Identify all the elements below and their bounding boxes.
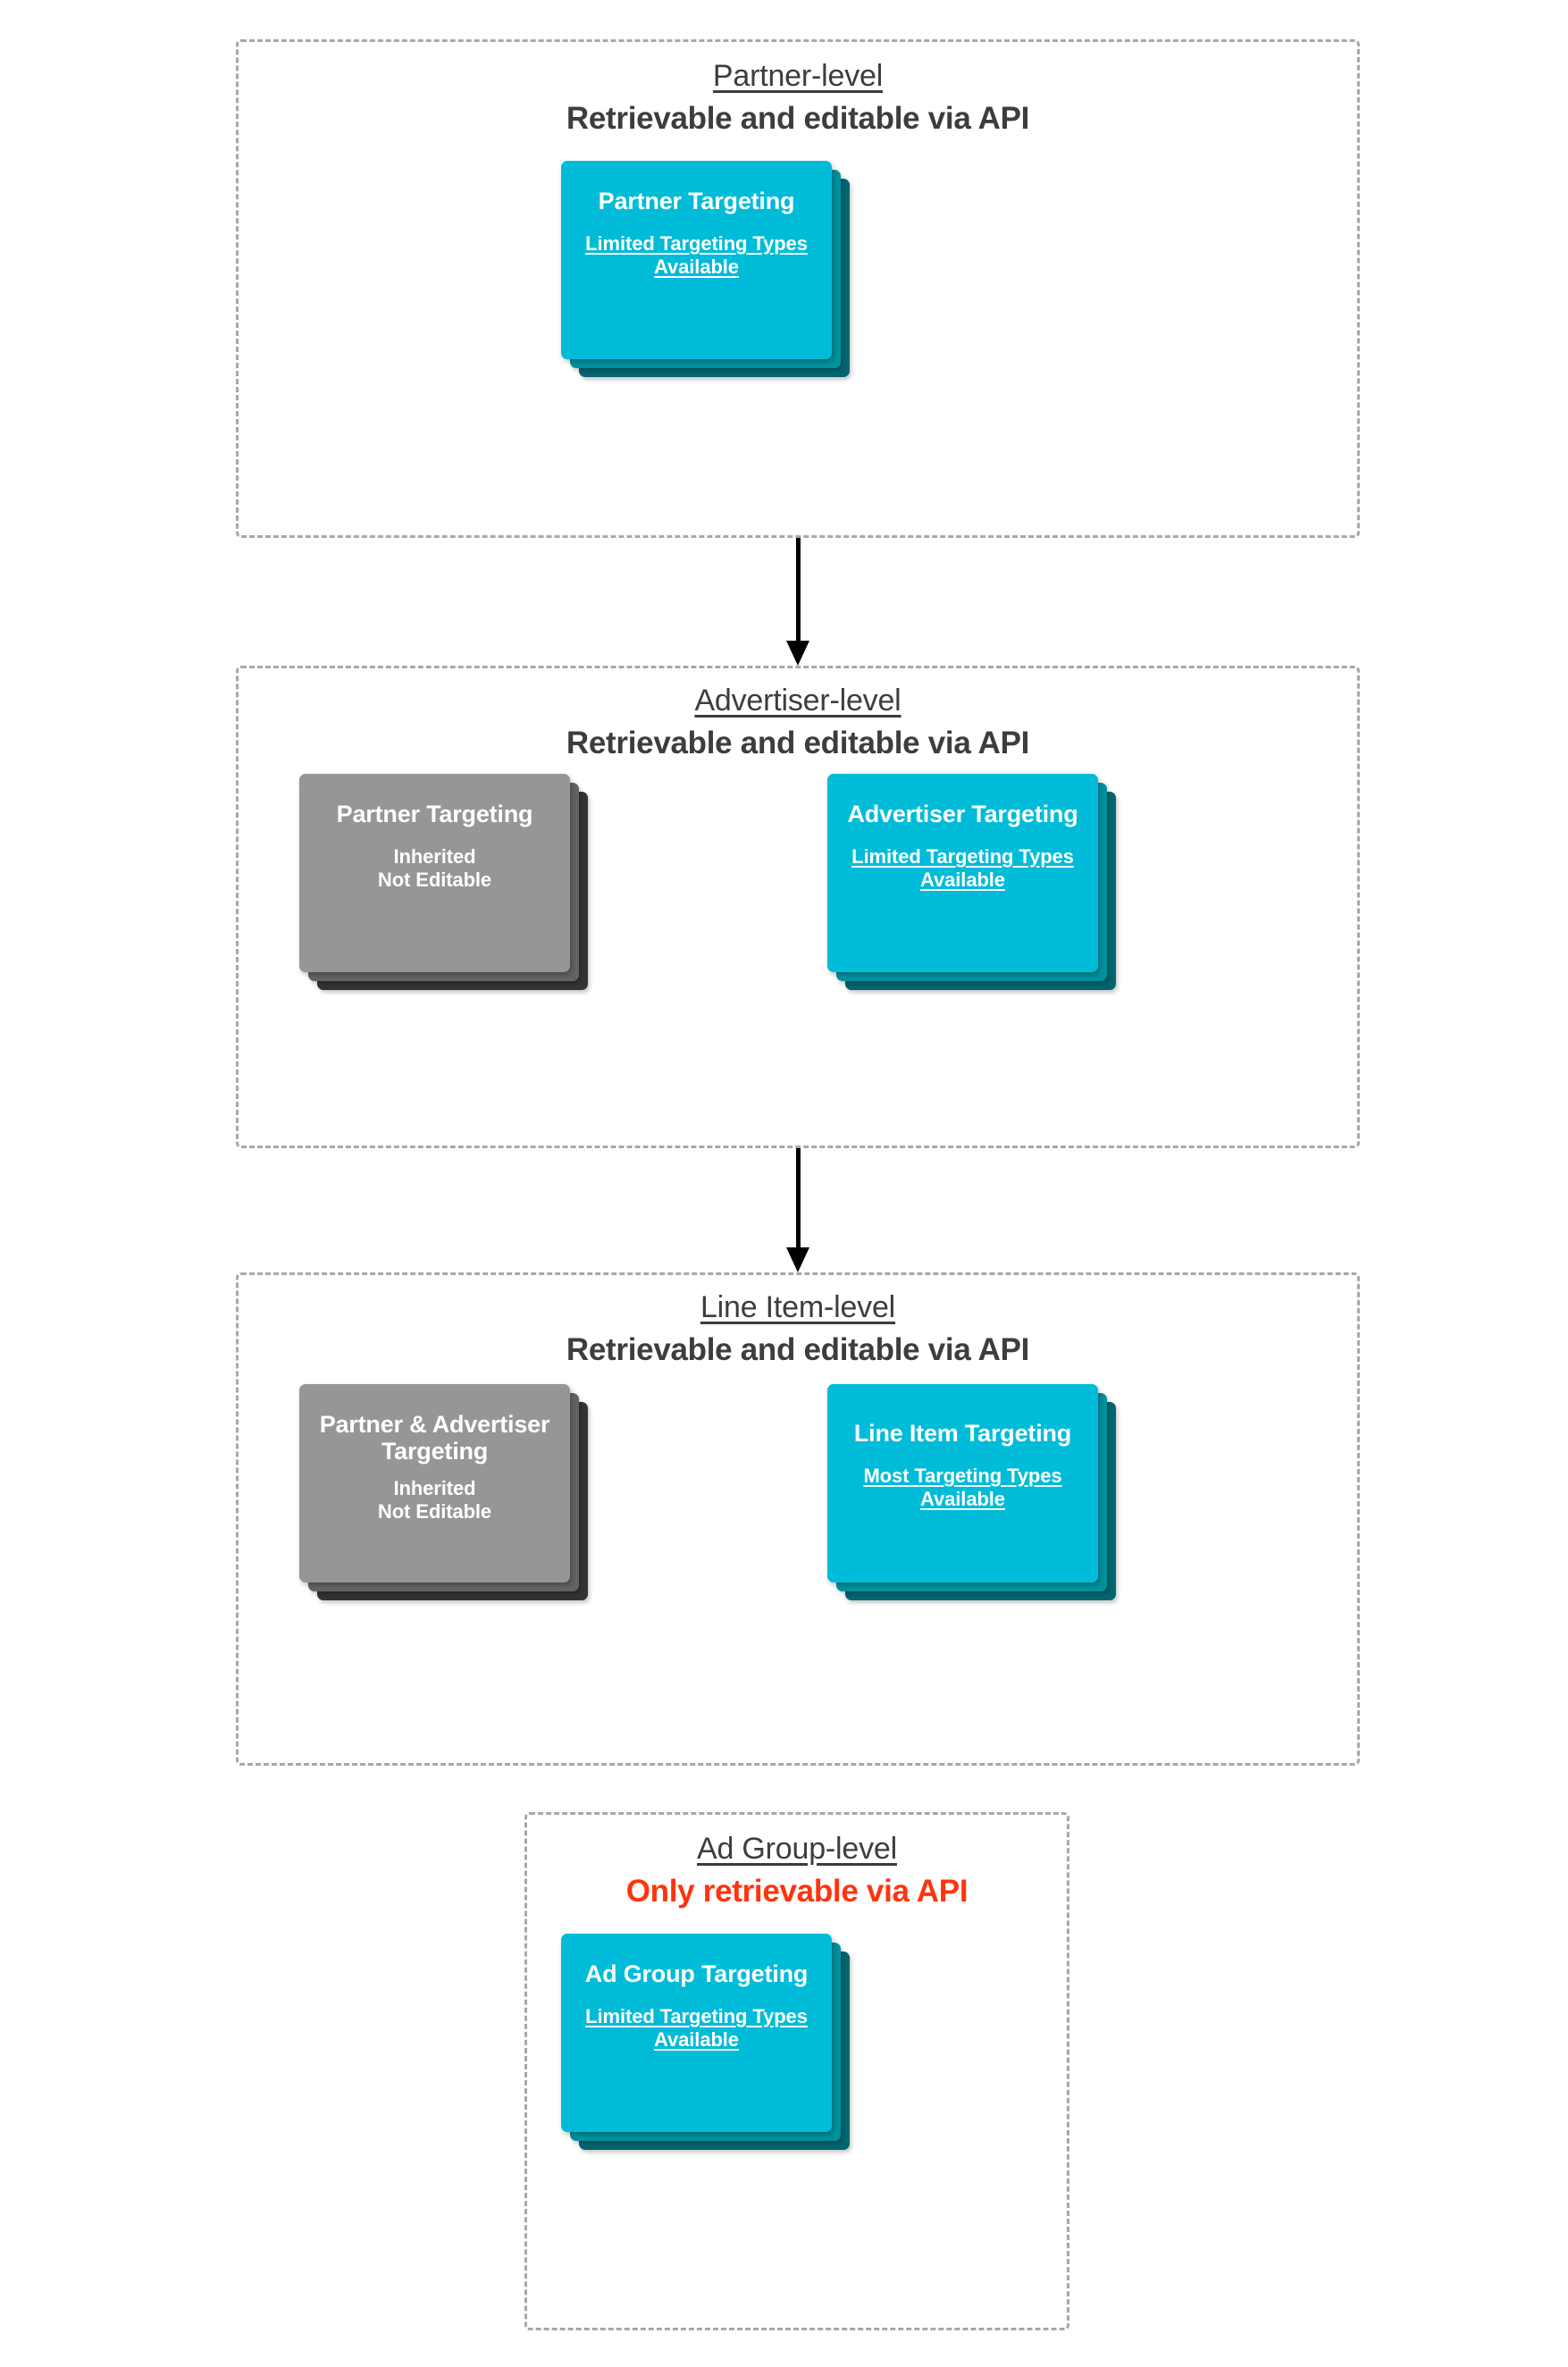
level-subtitle-partner: Retrievable and editable via API — [566, 101, 1030, 137]
level-title-line-item: Line Item-level — [700, 1290, 896, 1324]
level-header-advertiser: Advertiser-level Retrievable and editabl… — [239, 683, 1357, 762]
arrow-shaft — [796, 1148, 801, 1247]
level-subtitle-advertiser: Retrievable and editable via API — [566, 726, 1030, 761]
card-layer-front[interactable]: Partner & Advertiser Targeting Inherited… — [299, 1384, 570, 1582]
card-title: Line Item Targeting — [853, 1420, 1072, 1447]
down-arrow-icon — [786, 1247, 809, 1272]
card-title: Ad Group Targeting — [584, 1960, 809, 1987]
level-panel-ad-group: Ad Group-level Only retrievable via API … — [524, 1812, 1069, 2330]
card-layer-front[interactable]: Ad Group Targeting Limited Targeting Typ… — [561, 1934, 832, 2132]
card-title: Partner Targeting — [598, 188, 795, 214]
card-layer-front[interactable]: Advertiser Targeting Limited Targeting T… — [827, 774, 1098, 972]
level-panel-advertiser: Advertiser-level Retrievable and editabl… — [236, 666, 1360, 1148]
card-note: Limited Targeting Types Available — [851, 845, 1074, 892]
level-panel-line-item: Line Item-level Retrievable and editable… — [236, 1272, 1360, 1766]
card-stack-line-item-inherited[interactable]: Partner & Advertiser Targeting Inherited… — [299, 1384, 588, 1600]
card-stack-advertiser-targeting[interactable]: Advertiser Targeting Limited Targeting T… — [827, 774, 1116, 990]
card-stack-partner-targeting[interactable]: Partner Targeting Limited Targeting Type… — [561, 161, 850, 377]
level-header-ad-group: Ad Group-level Only retrievable via API — [527, 1831, 1067, 1910]
level-title-advertiser: Advertiser-level — [694, 684, 901, 718]
card-layer-front[interactable]: Partner Targeting Limited Targeting Type… — [561, 161, 832, 359]
card-note: Limited Targeting Types Available — [585, 2005, 808, 2052]
card-note: Limited Targeting Types Available — [585, 232, 808, 279]
level-title-partner: Partner-level — [712, 59, 884, 93]
card-note: Inherited Not Editable — [377, 1477, 492, 1523]
level-subtitle-line-item: Retrievable and editable via API — [566, 1332, 1030, 1368]
card-note: Most Targeting Types Available — [863, 1465, 1062, 1511]
card-layer-front[interactable]: Partner Targeting Inherited Not Editable — [299, 774, 570, 972]
level-subtitle-ad-group: Only retrievable via API — [625, 1874, 968, 1910]
card-stack-ad-group-targeting[interactable]: Ad Group Targeting Limited Targeting Typ… — [561, 1934, 850, 2150]
level-title-ad-group: Ad Group-level — [697, 1832, 897, 1866]
level-header-line-item: Line Item-level Retrievable and editable… — [239, 1289, 1357, 1369]
card-title: Partner & Advertiser Targeting — [319, 1411, 550, 1465]
card-stack-advertiser-inherited[interactable]: Partner Targeting Inherited Not Editable — [299, 774, 588, 990]
level-panel-partner: Partner-level Retrievable and editable v… — [236, 39, 1360, 538]
card-layer-front[interactable]: Line Item Targeting Most Targeting Types… — [827, 1384, 1098, 1582]
card-stack-line-item-targeting[interactable]: Line Item Targeting Most Targeting Types… — [827, 1384, 1116, 1600]
arrow-shaft — [796, 538, 801, 641]
connector-advertiser-to-line-item — [784, 1148, 811, 1272]
card-note: Inherited Not Editable — [377, 845, 492, 892]
connector-partner-to-advertiser — [784, 538, 811, 666]
down-arrow-icon — [786, 641, 809, 666]
card-title: Partner Targeting — [336, 801, 533, 827]
card-title: Advertiser Targeting — [847, 801, 1078, 827]
level-header-partner: Partner-level Retrievable and editable v… — [239, 58, 1357, 138]
